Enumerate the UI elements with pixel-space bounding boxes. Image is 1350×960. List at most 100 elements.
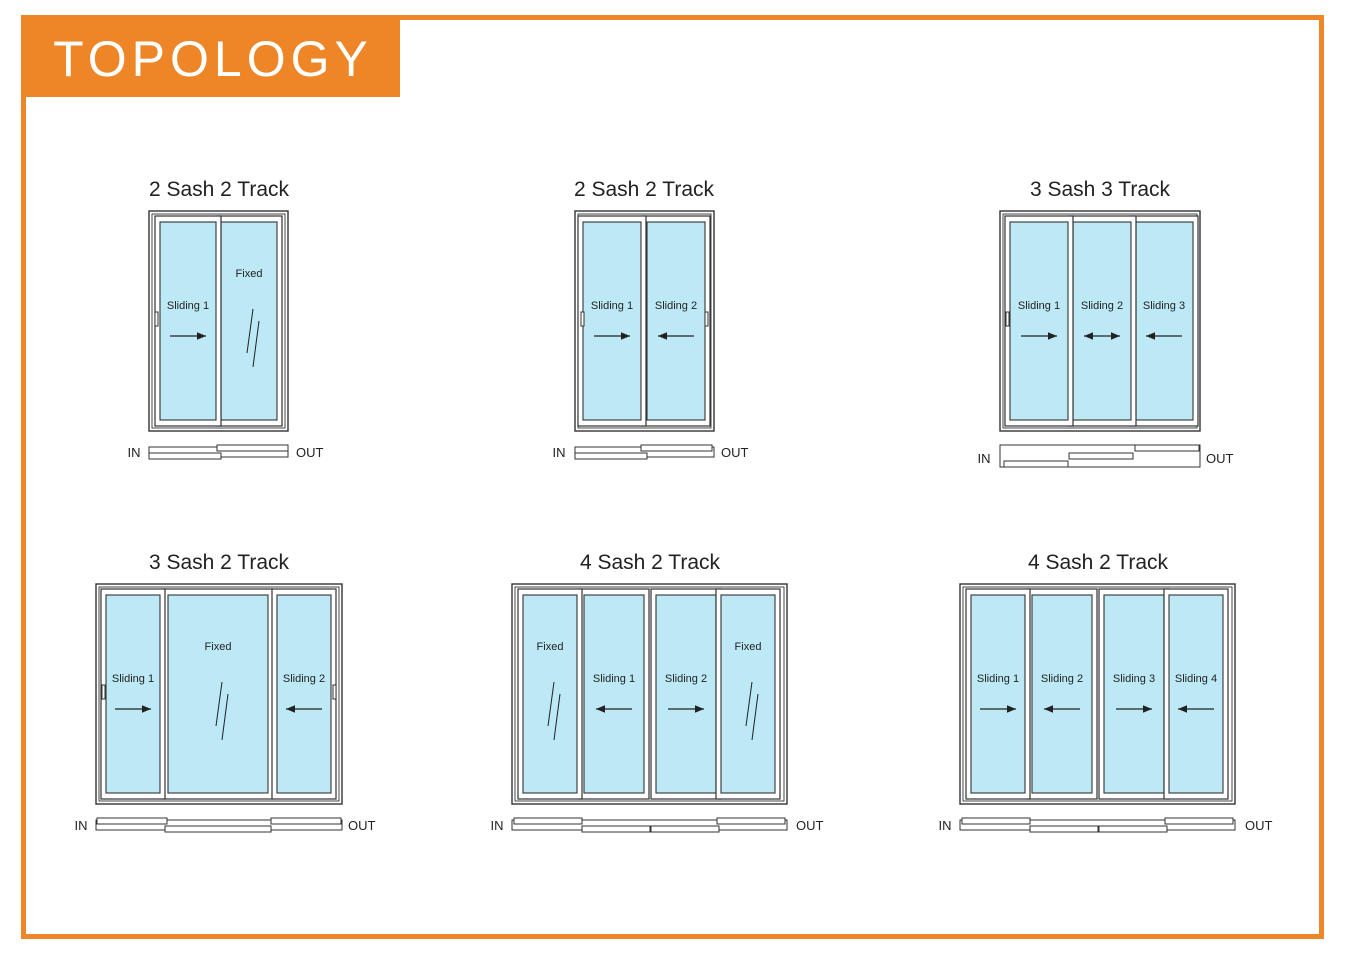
inner-frame xyxy=(151,213,286,429)
fixed-mark-line xyxy=(221,693,229,741)
panel-label: Fixed xyxy=(236,268,263,280)
glass-pane xyxy=(105,594,161,794)
sash-4: Sliding 4 xyxy=(1163,588,1229,800)
track-in-label: IN xyxy=(553,445,566,460)
panel-label: Sliding 2 xyxy=(655,300,697,312)
sash-1: Fixed xyxy=(517,588,583,800)
panel-label: Sliding 4 xyxy=(1175,673,1217,685)
panel-label: Fixed xyxy=(735,641,762,653)
sash-2: Sliding 2 xyxy=(641,215,711,427)
sash-2: Sliding 2 xyxy=(1026,588,1098,800)
sash-1: Sliding 1 xyxy=(1004,215,1074,427)
config-title: 4 Sash 2 Track xyxy=(580,551,721,574)
sash-3: Sliding 2 xyxy=(271,588,337,800)
panel-label: Sliding 1 xyxy=(591,300,633,312)
panel-label: Sliding 3 xyxy=(1113,673,1155,685)
glass-pane xyxy=(1134,221,1194,421)
panel-label: Sliding 1 xyxy=(112,673,154,685)
glass-pane xyxy=(1072,221,1132,421)
arrow-head-left xyxy=(1084,332,1093,340)
handle-icon xyxy=(154,311,159,327)
page-frame xyxy=(21,15,1324,939)
arrow-head-right xyxy=(142,705,151,713)
fixed-mark-line xyxy=(745,681,753,727)
handle-icon xyxy=(704,311,709,327)
track-bar xyxy=(1098,825,1168,833)
track-out-label: OUT xyxy=(296,445,324,460)
sash-1: Sliding 1 xyxy=(154,215,222,427)
arrow-head-left xyxy=(286,705,295,713)
sash-3: Sliding 3 xyxy=(1129,215,1199,427)
track-section: IN OUT xyxy=(939,817,1273,833)
glass-pane xyxy=(583,594,645,794)
arrow-head-left xyxy=(596,705,605,713)
arrow-head-right xyxy=(1111,332,1120,340)
fixed-mark-line xyxy=(252,320,260,368)
track-section: IN OUT xyxy=(491,817,824,833)
track-in-label: IN xyxy=(491,818,504,833)
fixed-mark-line xyxy=(246,308,254,354)
track-section: IN OUT xyxy=(128,444,324,460)
glass-pane xyxy=(582,221,642,421)
arrow-head-left xyxy=(1178,705,1187,713)
fixed-mark-line xyxy=(553,693,561,741)
track-in-label: IN xyxy=(128,445,141,460)
track-bar xyxy=(640,444,713,452)
track-out-label: OUT xyxy=(1245,818,1273,833)
panel-label: Sliding 3 xyxy=(1143,300,1185,312)
inner-frame xyxy=(98,586,340,802)
panel-label: Fixed xyxy=(205,641,232,653)
config-title: 3 Sash 3 Track xyxy=(1030,178,1171,201)
track-bar xyxy=(961,817,1031,825)
arrow-head-right xyxy=(1007,705,1016,713)
glass-pane xyxy=(167,594,269,794)
track-bar xyxy=(270,817,342,825)
glass-pane xyxy=(276,594,332,794)
sash-3: Sliding 2 xyxy=(650,588,722,800)
track-bar xyxy=(574,452,648,460)
panel-label: Sliding 1 xyxy=(977,673,1019,685)
sash-2: Sliding 1 xyxy=(578,588,650,800)
arrow-head-right xyxy=(197,332,206,340)
track-bar xyxy=(1068,452,1134,460)
sash-3: Sliding 3 xyxy=(1098,588,1170,800)
sash-1: Sliding 1 xyxy=(965,588,1031,800)
fixed-mark-line xyxy=(547,681,555,727)
panel-label: Sliding 2 xyxy=(283,673,325,685)
track-bar xyxy=(716,817,786,825)
handle-icon xyxy=(1005,311,1010,327)
track-bar xyxy=(164,825,272,833)
inner-frame xyxy=(962,586,1233,802)
panel-label: Sliding 1 xyxy=(593,673,635,685)
config-title: 3 Sash 2 Track xyxy=(149,551,290,574)
track-in-label: IN xyxy=(75,818,88,833)
config-title: 4 Sash 2 Track xyxy=(1028,551,1169,574)
glass-pane xyxy=(646,221,706,421)
track-bar xyxy=(1134,444,1200,452)
handle-icon xyxy=(580,311,585,327)
sash-2: Fixed xyxy=(162,588,274,800)
glass-pane xyxy=(220,221,278,421)
track-bar xyxy=(96,817,168,825)
inner-frame xyxy=(514,586,785,802)
arrow-head-left xyxy=(1146,332,1155,340)
track-bar xyxy=(1029,825,1099,833)
glass-pane xyxy=(159,221,217,421)
handle-icon xyxy=(332,684,337,700)
arrow-head-right xyxy=(1143,705,1152,713)
track-out-label: OUT xyxy=(796,818,824,833)
fixed-mark-line xyxy=(215,681,223,727)
panel-label: Sliding 2 xyxy=(1081,300,1123,312)
track-bar xyxy=(1003,460,1069,468)
track-in-label: IN xyxy=(939,818,952,833)
glass-pane xyxy=(1168,594,1224,794)
arrow-head-right xyxy=(695,705,704,713)
glass-pane xyxy=(1009,221,1069,421)
